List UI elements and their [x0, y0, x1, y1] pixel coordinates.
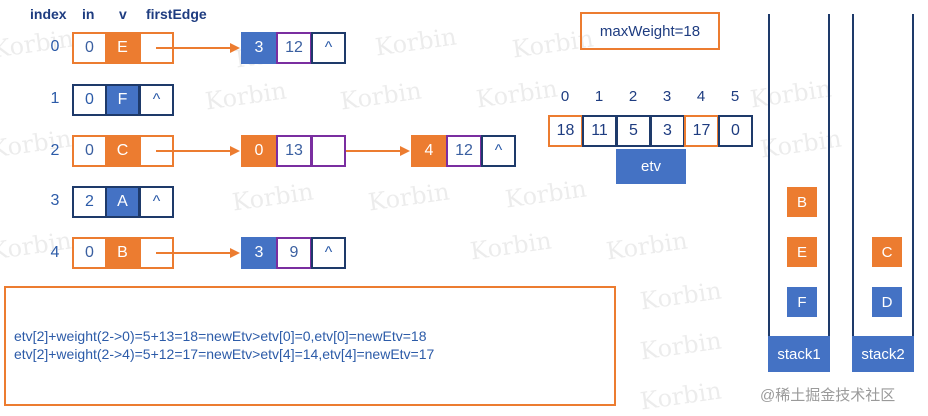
- etv-index: 4: [696, 88, 706, 105]
- header-in: in: [82, 6, 95, 22]
- in-degree-cell: 0: [72, 32, 107, 64]
- stack-item: D: [872, 287, 902, 317]
- etv-cell: 17: [684, 115, 719, 147]
- max-weight-box: maxWeight=18: [580, 12, 720, 50]
- header-index: index: [30, 6, 67, 22]
- etv-cell: 18: [548, 115, 583, 147]
- etv-index: 3: [662, 88, 672, 105]
- in-degree-cell: 0: [72, 237, 107, 269]
- site-watermark: @稀土掘金技术社区: [760, 387, 896, 404]
- etv-index: 5: [730, 88, 740, 105]
- etv-cell: 3: [650, 115, 685, 147]
- edge-next-cell: ^: [311, 32, 346, 64]
- first-edge-cell: ^: [139, 84, 174, 116]
- stack1-label: stack1: [768, 336, 830, 372]
- edge-adjvex-cell: 3: [241, 32, 277, 64]
- edge-adjvex-cell: 0: [241, 135, 277, 167]
- stack2-container: [852, 14, 914, 336]
- vertex-cell: F: [105, 84, 140, 116]
- computation-log: etv[2]+weight(2->0)=5+13=18=newEtv>etv[0…: [4, 286, 616, 406]
- stack-item: C: [872, 237, 902, 267]
- etv-index: 1: [594, 88, 604, 105]
- in-degree-cell: 2: [72, 186, 107, 218]
- edge-weight-cell: 12: [276, 32, 312, 64]
- row-index: 0: [50, 38, 60, 55]
- row-index: 3: [50, 192, 60, 209]
- header-first-edge: firstEdge: [146, 6, 207, 22]
- row-index: 2: [50, 142, 60, 159]
- edge-weight-cell: 9: [276, 237, 312, 269]
- stack-item: B: [787, 187, 817, 217]
- edge-adjvex-cell: 4: [411, 135, 447, 167]
- stack-item: F: [787, 287, 817, 317]
- etv-cell: 11: [582, 115, 617, 147]
- log-line: etv[2]+weight(2->0)=5+13=18=newEtv>etv[0…: [14, 328, 427, 344]
- stack1-container: [768, 14, 830, 336]
- etv-index: 0: [560, 88, 570, 105]
- edge-next-cell: ^: [311, 237, 346, 269]
- etv-cell: 5: [616, 115, 651, 147]
- edge-adjvex-cell: 3: [241, 237, 277, 269]
- edge-weight-cell: 13: [276, 135, 312, 167]
- edge-weight-cell: 12: [446, 135, 482, 167]
- etv-label: etv: [616, 149, 686, 184]
- etv-cell: 0: [718, 115, 753, 147]
- vertex-cell: B: [105, 237, 140, 269]
- row-index: 1: [50, 90, 60, 107]
- first-edge-cell: ^: [139, 186, 174, 218]
- etv-index: 2: [628, 88, 638, 105]
- stack-item: E: [787, 237, 817, 267]
- stack2-label: stack2: [852, 336, 914, 372]
- log-line: etv[2]+weight(2->4)=5+12=17=newEtv>etv[4…: [14, 346, 435, 362]
- row-index: 4: [50, 244, 60, 261]
- edge-next-cell: ^: [481, 135, 516, 167]
- header-v: v: [119, 6, 127, 22]
- edge-next-cell: [311, 135, 346, 167]
